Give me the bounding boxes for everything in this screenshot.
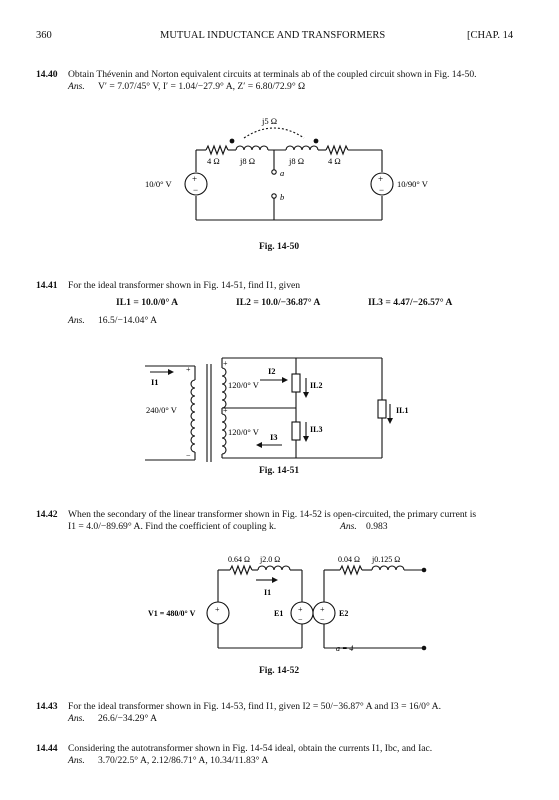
fig1450-term-b: b (280, 192, 284, 202)
running-title: MUTUAL INDUCTANCE AND TRANSFORMERS (160, 30, 386, 41)
problem-number: 14.42 (36, 509, 58, 520)
problem-number: 14.40 (36, 69, 58, 80)
fig1451-il2: IL2 (310, 381, 322, 390)
figure-caption: Fig. 14-50 (259, 242, 300, 252)
svg-text:+: + (378, 174, 383, 184)
chapter-label: [CHAP. 14 (467, 30, 514, 41)
fig1450-src-right: 10/90° V (397, 179, 429, 189)
problem-text: When the secondary of the linear transfo… (68, 509, 477, 520)
fig1452-r1: 0.64 Ω (228, 555, 250, 564)
svg-text:+: + (223, 359, 228, 368)
figure-caption: Fig. 14-51 (259, 466, 300, 476)
fig1450-r-left: 4 Ω (207, 156, 220, 166)
fig1450-l-right: j8 Ω (288, 156, 304, 166)
given-value: IL2 = 10.0/−36.87° A (236, 297, 321, 308)
svg-text:+: + (320, 605, 325, 614)
fig1451-i3: I3 (270, 432, 278, 442)
problem-number: 14.41 (36, 280, 58, 291)
fig1452-l2: j0.125 Ω (371, 555, 400, 564)
svg-text:−: − (193, 185, 198, 195)
svg-text:−: − (379, 185, 384, 195)
fig1452-r2: 0.04 Ω (338, 555, 360, 564)
answer-label: Ans. (340, 521, 357, 532)
page-number: 360 (36, 30, 52, 41)
answer-text: 26.6/−34.29° A (98, 713, 158, 724)
fig1450-term-a: a (280, 168, 284, 178)
fig1451-v-lower: 120/0° V (228, 427, 260, 437)
problem-text: For the ideal transformer shown in Fig. … (68, 280, 301, 291)
given-value: IL1 = 10.0/0° A (116, 297, 179, 308)
answer-text: 16.5/−14.04° A (98, 315, 158, 326)
svg-text:+: + (298, 605, 303, 614)
fig1451-i1: I1 (151, 377, 159, 387)
svg-text:−: − (320, 615, 325, 624)
answer-label: Ans. (68, 713, 85, 724)
problem-text: Obtain Thévenin and Norton equivalent ci… (68, 69, 477, 80)
fig1451-src: 240/0° V (146, 405, 178, 415)
fig1451-il3: IL3 (310, 425, 322, 434)
svg-text:−: − (298, 615, 303, 624)
fig1452-e2: E2 (339, 609, 348, 618)
fig1452-e1: E1 (274, 609, 283, 618)
svg-text:+: + (223, 406, 228, 415)
svg-text:+: + (192, 174, 197, 184)
fig1451-il1: IL1 (396, 406, 408, 415)
figure-caption: Fig. 14-52 (259, 666, 300, 676)
problem-number: 14.43 (36, 701, 58, 712)
fig1450-l-left: j8 Ω (239, 156, 255, 166)
answer-text: V′ = 7.07/45° V, I′ = 1.04/−27.9° A, Z′ … (98, 81, 306, 92)
fig1450-r-right: 4 Ω (328, 156, 341, 166)
fig1452-i1: I1 (264, 588, 271, 597)
svg-text:+: + (186, 365, 191, 374)
problem-number: 14.44 (36, 743, 58, 754)
answer-text: 0.983 (366, 521, 388, 532)
answer-label: Ans. (68, 755, 85, 766)
answer-label: Ans. (68, 81, 85, 92)
fig1452-l1: j2.0 Ω (259, 555, 280, 564)
fig1451-v-upper: 120/0° V (228, 380, 260, 390)
fig1452-v1: V1 = 480/0° V (148, 609, 196, 618)
svg-text:−: − (186, 451, 191, 460)
fig1452-ratio: a = 4 (336, 644, 353, 653)
answer-label: Ans. (68, 315, 85, 326)
answer-text: 3.70/22.5° A, 2.12/86.71° A, 10.34/11.83… (98, 755, 269, 766)
fig1450-src-left: 10/0° V (145, 179, 172, 189)
fig1451-i2: I2 (268, 366, 276, 376)
svg-text:+: + (215, 605, 220, 614)
fig1450-mutual-label: j5 Ω (261, 116, 277, 126)
given-value: IL3 = 4.47/−26.57° A (368, 297, 453, 308)
problem-text: Considering the autotransformer shown in… (68, 743, 433, 754)
problem-text: For the ideal transformer shown in Fig. … (68, 701, 441, 712)
problem-text: I1 = 4.0/−89.69° A. Find the coefficient… (68, 521, 277, 532)
